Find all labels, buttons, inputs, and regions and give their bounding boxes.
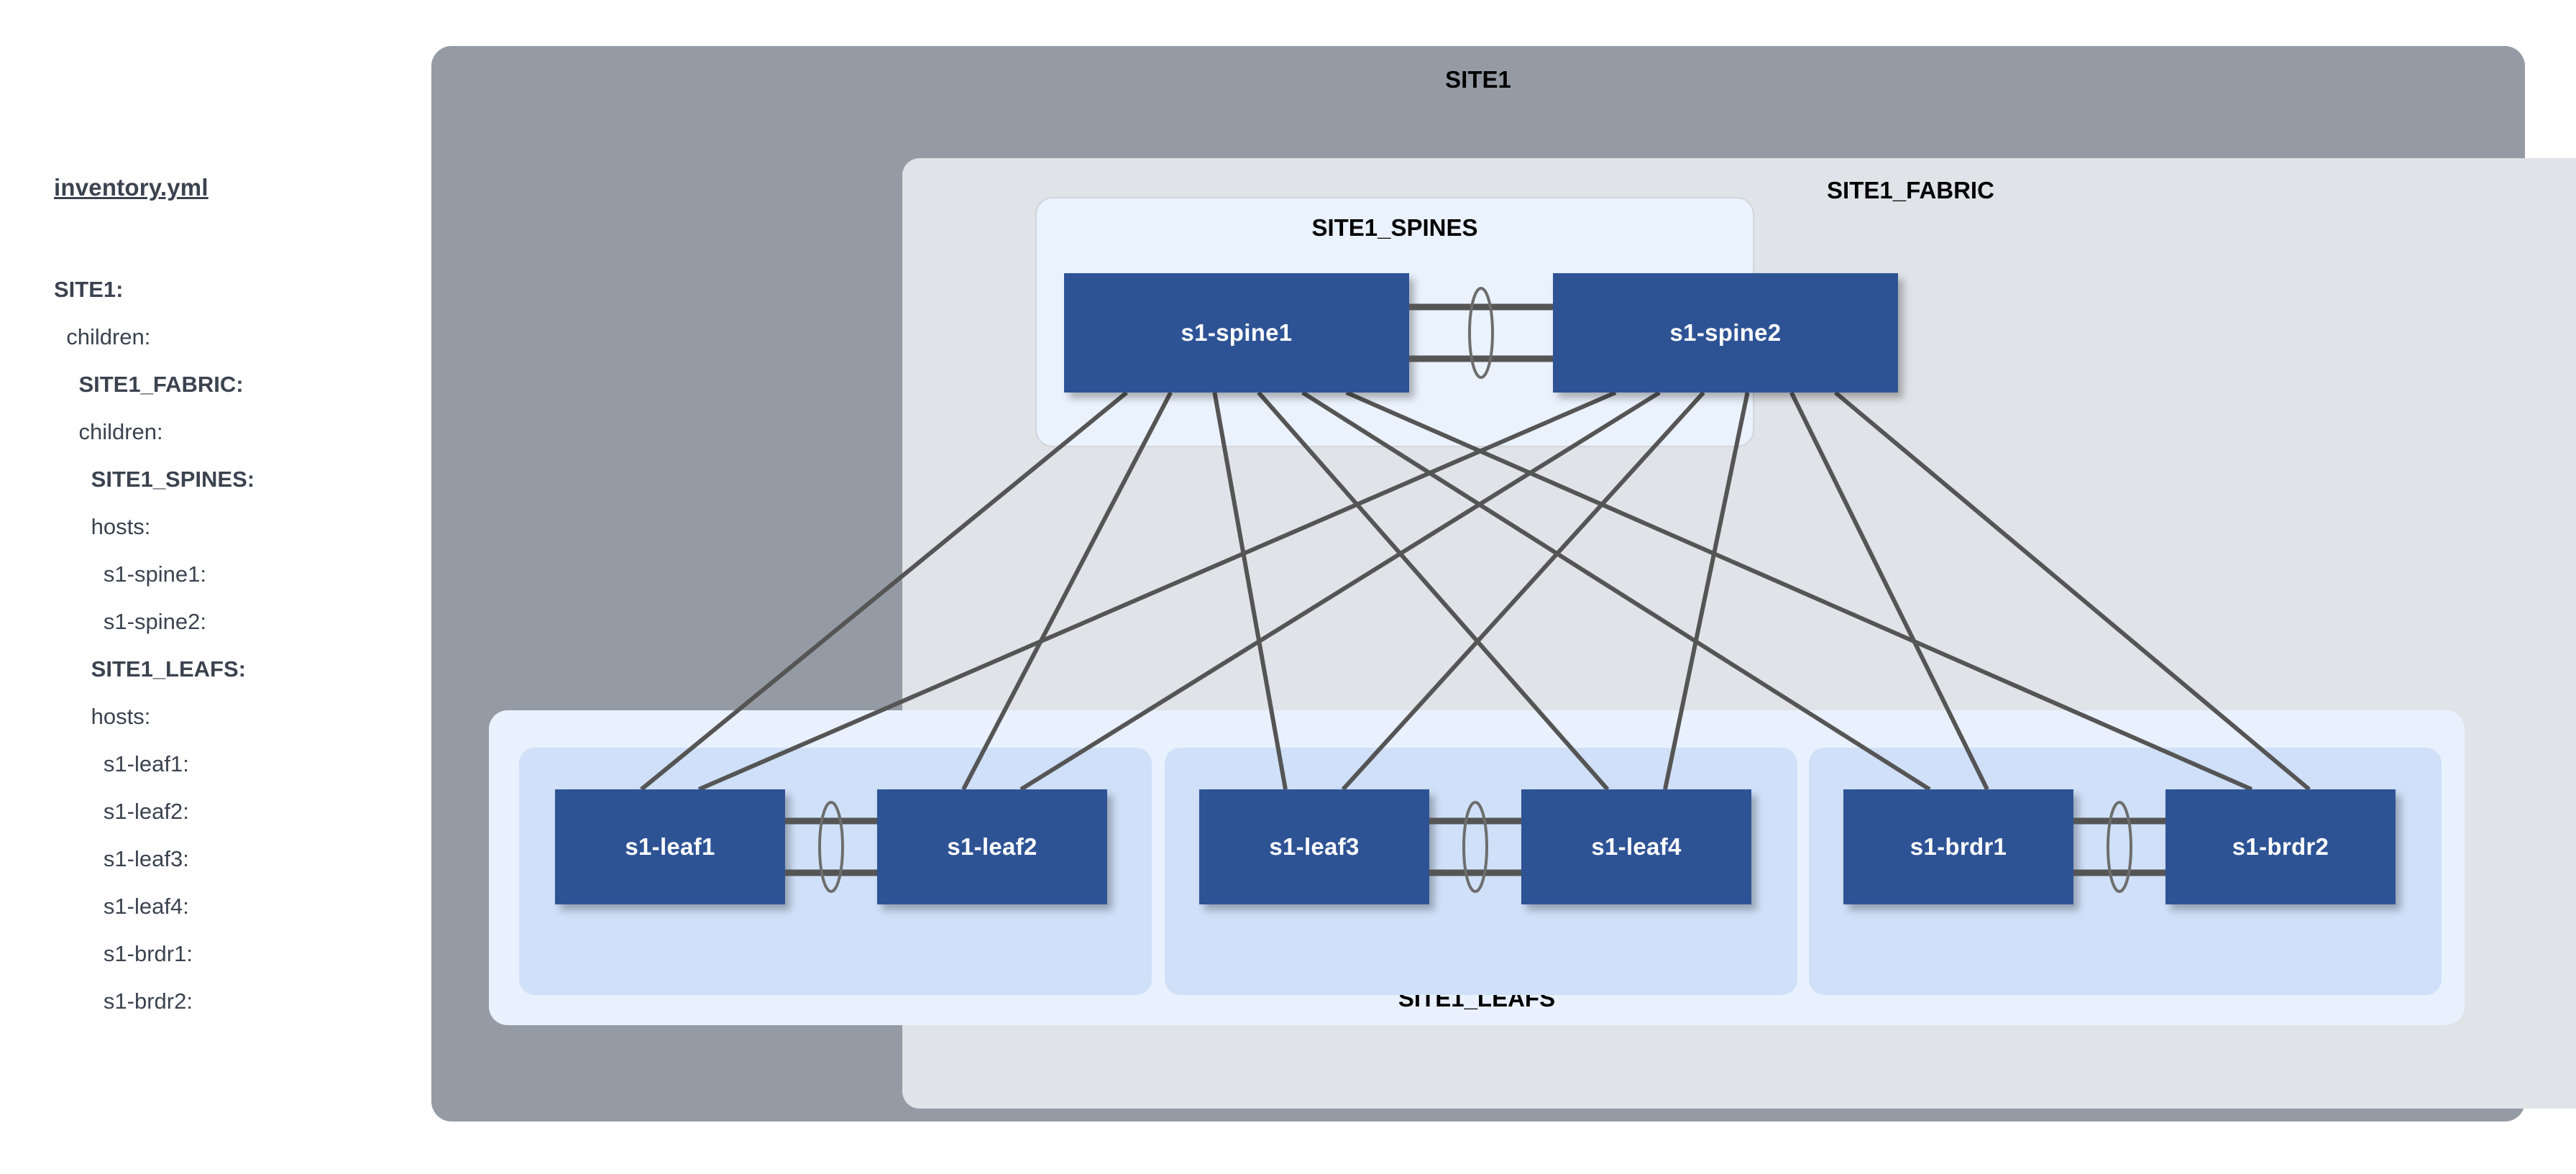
yaml-line: s1-brdr1: bbox=[54, 941, 193, 966]
device-label: s1-leaf3 bbox=[1269, 833, 1360, 860]
site1-spines-label: SITE1_SPINES bbox=[1311, 214, 1478, 241]
site1-label: SITE1 bbox=[1445, 66, 1511, 93]
device-node-s1-leaf1[interactable]: s1-leaf1 bbox=[555, 789, 785, 904]
inventory-filename: inventory.yml bbox=[54, 174, 208, 201]
yaml-line: s1-leaf1: bbox=[54, 751, 189, 776]
yaml-line: s1-spine2: bbox=[54, 609, 206, 634]
device-label: s1-leaf1 bbox=[625, 833, 715, 860]
device-node-s1-leaf3[interactable]: s1-leaf3 bbox=[1199, 789, 1429, 904]
device-label: s1-brdr1 bbox=[1910, 833, 2007, 860]
yaml-line: children: bbox=[54, 324, 151, 349]
device-node-s1-spine1[interactable]: s1-spine1 bbox=[1064, 273, 1409, 393]
yaml-line: s1-brdr2: bbox=[54, 989, 193, 1014]
yaml-line: SITE1_SPINES: bbox=[54, 467, 255, 492]
yaml-line: children: bbox=[54, 419, 163, 444]
yaml-line: s1-leaf4: bbox=[54, 894, 189, 919]
yaml-line: SITE1_FABRIC: bbox=[54, 372, 244, 397]
device-node-s1-brdr1[interactable]: s1-brdr1 bbox=[1843, 789, 2073, 904]
yaml-line: SITE1_LEAFS: bbox=[54, 656, 246, 682]
device-label: s1-spine2 bbox=[1669, 319, 1782, 346]
device-label: s1-brdr2 bbox=[2232, 833, 2329, 860]
device-label: s1-leaf4 bbox=[1591, 833, 1682, 860]
yaml-line: hosts: bbox=[54, 514, 151, 539]
device-node-s1-brdr2[interactable]: s1-brdr2 bbox=[2165, 789, 2396, 904]
yaml-line: s1-leaf3: bbox=[54, 846, 189, 871]
yaml-line: s1-leaf2: bbox=[54, 799, 189, 824]
device-node-s1-leaf2[interactable]: s1-leaf2 bbox=[877, 789, 1107, 904]
yaml-line: SITE1: bbox=[54, 277, 124, 302]
inventory-yaml-text: SITE1: children: SITE1_FABRIC: children:… bbox=[54, 266, 255, 1025]
device-label: s1-spine1 bbox=[1181, 319, 1293, 346]
device-label: s1-leaf2 bbox=[947, 833, 1037, 860]
device-node-s1-leaf4[interactable]: s1-leaf4 bbox=[1521, 789, 1751, 904]
site1-fabric-label: SITE1_FABRIC bbox=[1827, 177, 1994, 203]
yaml-line: s1-spine1: bbox=[54, 561, 206, 587]
inventory-panel: inventory.yml SITE1: children: SITE1_FAB… bbox=[0, 0, 431, 1174]
yaml-line: hosts: bbox=[54, 704, 151, 729]
device-node-s1-spine2[interactable]: s1-spine2 bbox=[1553, 273, 1898, 393]
